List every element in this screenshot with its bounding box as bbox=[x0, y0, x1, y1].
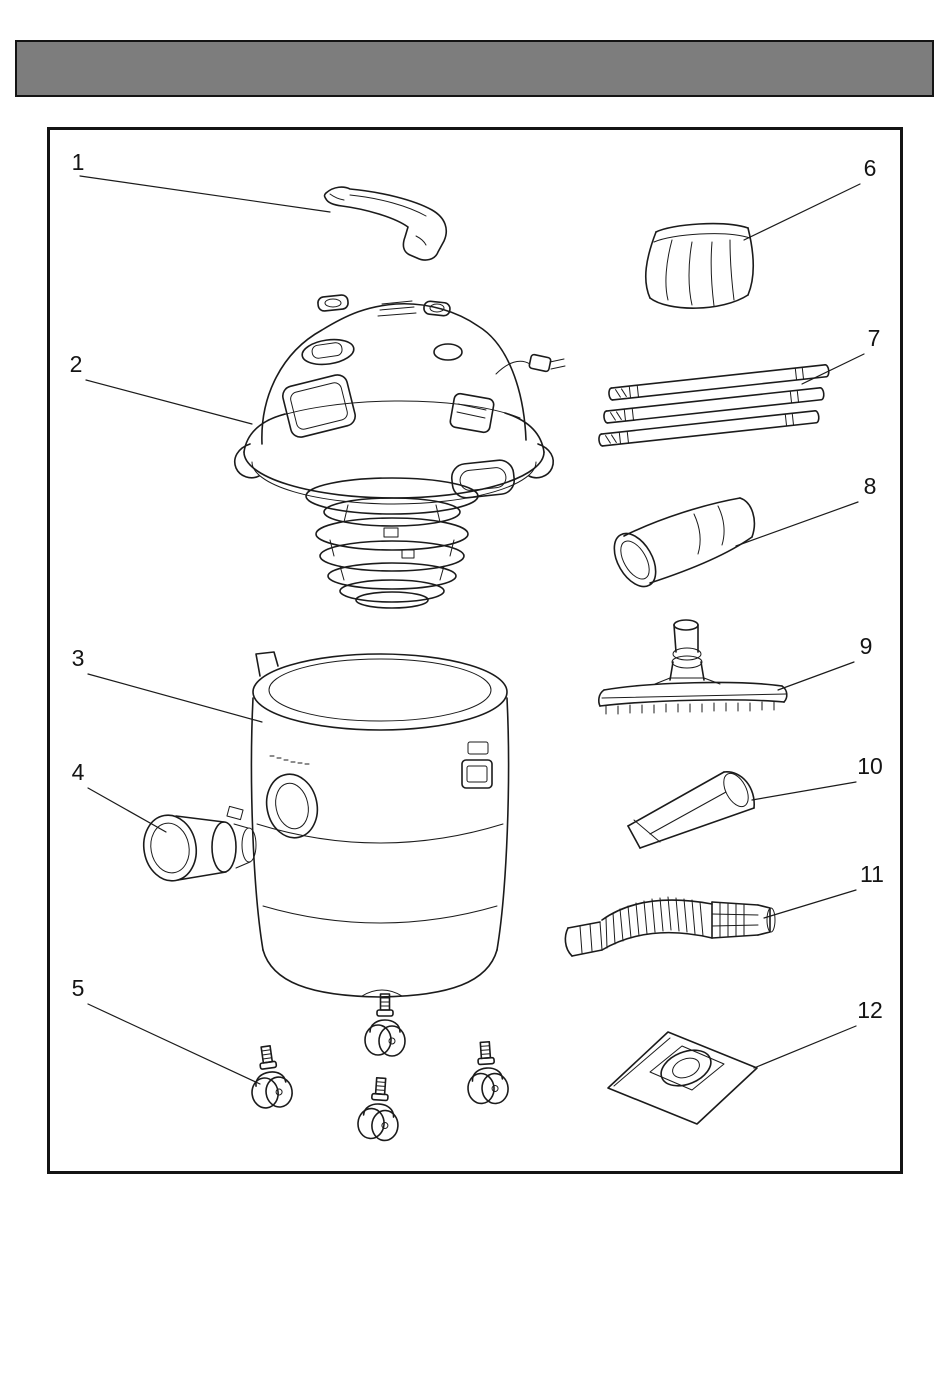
part-number-label: 9 bbox=[860, 633, 873, 659]
part-number-label: 11 bbox=[860, 861, 884, 887]
callout-10: 10 bbox=[751, 753, 883, 801]
caster-wheel bbox=[244, 1042, 295, 1112]
callout-11: 11 bbox=[763, 861, 884, 919]
callout-4: 4 bbox=[72, 759, 167, 833]
callout-8: 8 bbox=[735, 473, 877, 547]
caster-wheel bbox=[364, 993, 406, 1057]
part-drawing-extension-tubes bbox=[597, 363, 831, 448]
part-drawing-foam-filter bbox=[613, 497, 756, 588]
leader-line-4 bbox=[87, 787, 167, 833]
part-number-label: 12 bbox=[857, 997, 883, 1023]
part-number-label: 8 bbox=[864, 473, 877, 499]
leader-line-9 bbox=[777, 661, 855, 691]
callout-3: 3 bbox=[72, 645, 263, 723]
caster-wheel bbox=[356, 1075, 402, 1143]
leader-line-10 bbox=[751, 781, 857, 801]
part-drawing-carry-handle bbox=[323, 186, 448, 261]
part-number-label: 7 bbox=[868, 325, 881, 351]
leader-line-6 bbox=[743, 183, 861, 241]
part-drawing-dust-bag bbox=[607, 1031, 758, 1125]
callout-6: 6 bbox=[743, 155, 877, 241]
part-number-label: 1 bbox=[72, 149, 85, 175]
leader-line-2 bbox=[85, 379, 253, 425]
header-bar bbox=[15, 40, 934, 97]
callout-12: 12 bbox=[753, 997, 883, 1069]
part-drawing-floor-nozzle bbox=[598, 619, 788, 715]
leader-line-8 bbox=[735, 501, 859, 547]
part-drawing-casters bbox=[244, 993, 510, 1143]
callout-7: 7 bbox=[801, 325, 881, 385]
part-number-label: 3 bbox=[72, 645, 85, 671]
leader-line-5 bbox=[87, 1003, 261, 1085]
leader-line-7 bbox=[801, 353, 865, 385]
part-drawing-motor-head bbox=[234, 294, 566, 609]
extension-tube bbox=[607, 363, 831, 402]
extension-tube bbox=[597, 409, 821, 448]
part-number-label: 10 bbox=[857, 753, 883, 779]
diagram-frame bbox=[47, 127, 903, 1174]
callout-2: 2 bbox=[70, 351, 253, 425]
part-drawing-tank bbox=[250, 651, 510, 998]
extension-tube bbox=[602, 386, 826, 425]
leader-line-12 bbox=[753, 1025, 857, 1069]
caster-wheel bbox=[464, 1039, 510, 1107]
leader-line-1 bbox=[79, 175, 331, 213]
leader-line-11 bbox=[763, 889, 857, 919]
part-drawing-crevice-nozzle bbox=[627, 771, 755, 849]
callout-9: 9 bbox=[777, 633, 873, 691]
leader-line-3 bbox=[87, 673, 263, 723]
callout-5: 5 bbox=[72, 975, 261, 1085]
part-number-label: 6 bbox=[864, 155, 877, 181]
callout-1: 1 bbox=[72, 149, 331, 213]
part-number-label: 4 bbox=[72, 759, 85, 785]
part-drawing-inlet-adapter bbox=[142, 805, 257, 882]
part-number-label: 5 bbox=[72, 975, 85, 1001]
part-drawing-cloth-filter bbox=[644, 222, 755, 309]
part-number-label: 2 bbox=[70, 351, 83, 377]
part-drawing-flexible-hose bbox=[564, 896, 776, 957]
